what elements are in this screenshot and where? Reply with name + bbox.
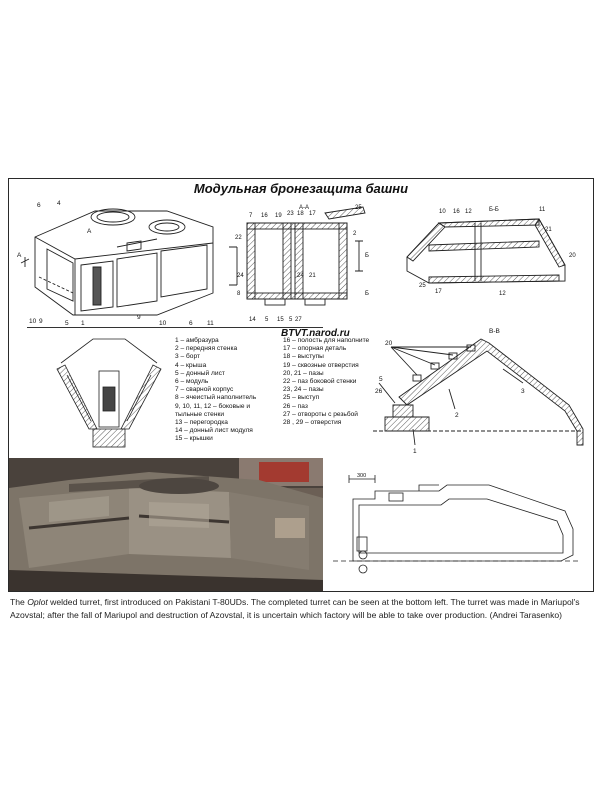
legend-item: 20, 21 – пазы	[283, 369, 324, 377]
bb-callout: 21	[545, 227, 552, 233]
iso-callout: 10	[159, 320, 167, 327]
turret-isometric-drawing: 6 4 9 10 5 1 9 10 6 11 А А	[17, 200, 214, 327]
iso-callout: 4	[57, 200, 61, 207]
iso-callout: 6	[189, 320, 193, 327]
legend-item: 1 – амбразура	[175, 337, 219, 344]
vv-callout: 20	[385, 340, 393, 347]
aa-callout: 17	[309, 211, 316, 217]
bb-callout: 11	[539, 207, 546, 213]
aa-callout: 19	[275, 213, 282, 219]
bb-callout: 25	[419, 283, 426, 289]
legend-item: 6 – модуль	[175, 378, 209, 386]
aa-callout: 21	[309, 273, 316, 279]
figure-title: Модульная бронезащита башни	[193, 181, 409, 196]
bb-callout: 16	[453, 209, 460, 215]
legend-item: 7 – сварной корпус	[175, 386, 234, 394]
legend-item: 14 – донный лист модуля	[175, 427, 253, 435]
bb-callout: 20	[569, 253, 576, 259]
legend-item: 3 – борт	[175, 353, 200, 361]
legend-item: 15 – крышки	[175, 435, 213, 443]
legend-item: 2 – передняя стенка	[175, 345, 238, 353]
vv-callout: 5	[379, 376, 383, 383]
aa-callout: Б	[365, 291, 369, 297]
legend-column-left: 1 – амбразура 2 – передняя стенка 3 – бо…	[175, 337, 256, 444]
bb-callout: 17	[435, 289, 442, 295]
aa-callout: 22	[235, 235, 242, 241]
legend-item: 4 – крыша	[175, 361, 207, 369]
aa-callout: 5	[289, 317, 293, 323]
section-aa-drawing: А-А 7 16 19 23 18 17 25 22 2 24 21 14 5 …	[229, 205, 369, 323]
legend-item: 28 , 29 – отверстия	[283, 419, 342, 427]
aa-callout: 2	[353, 231, 357, 237]
iso-callout: 9	[39, 318, 43, 325]
bb-section-label: Б-Б	[489, 207, 499, 213]
aa-callout: 7	[249, 213, 253, 219]
legend-column-right: 16 – полость для наполните 17 – опорная …	[283, 337, 369, 427]
turret-side-profile-drawing: 300	[333, 473, 581, 574]
legend-item: 22 – паз боковой стенки	[283, 378, 357, 386]
legend-item: 18 – выступы	[283, 353, 324, 361]
iso-callout: А	[87, 228, 92, 235]
aa-callout: Б	[365, 253, 369, 259]
bb-callout: 12	[465, 209, 472, 215]
legend-item: 9, 10, 11, 12 – боковые и	[175, 402, 250, 410]
section-vv-drawing: В-В 20 5 26 2 3 1	[373, 328, 584, 455]
legend-item: 23, 24 – пазы	[283, 386, 324, 394]
iso-callout: А	[17, 252, 22, 259]
aa-callout: 24	[297, 273, 304, 279]
aa-callout: 14	[249, 317, 256, 323]
section-bb-drawing: Б-Б 10 16 12 11 21 20 25 17 12	[406, 207, 576, 297]
legend-item: 27 – отвороты с резьбой	[283, 410, 358, 418]
bb-callout: 10	[439, 209, 446, 215]
legend-item: 26 – паз	[283, 402, 308, 410]
iso-callout: 5	[65, 320, 69, 327]
legend-item: 19 – сквозные отверстия	[283, 361, 359, 369]
dimension-label: 300	[357, 473, 366, 479]
legend-item: 25 – выступ	[283, 394, 320, 402]
figure-plate: Модульная бронезащита башни 6 4 9 10	[8, 178, 594, 592]
legend-item: тыльные стенки	[175, 410, 225, 418]
iso-callout: 6	[37, 202, 41, 209]
vv-callout: 26	[375, 388, 383, 395]
aa-callout: 5	[265, 317, 269, 323]
caption-prefix: The	[10, 597, 28, 607]
section-divider	[27, 327, 323, 328]
legend-item: 17 – опорная деталь	[283, 345, 347, 353]
vv-section-label: В-В	[489, 328, 500, 335]
vv-callout: 3	[521, 388, 525, 395]
iso-callout: 11	[207, 320, 214, 327]
aa-callout: 8	[237, 291, 241, 297]
aa-callout: 24	[237, 273, 244, 279]
aa-callout: 18	[297, 211, 304, 217]
vv-callout: 1	[413, 448, 417, 455]
source-label: BTVT.narod.ru	[281, 328, 350, 339]
legend-item: 8 – ячеистый наполнитель	[175, 394, 257, 402]
caption-italic-term: Oplot	[27, 597, 48, 607]
figure-caption: The Oplot welded turret, first introduce…	[10, 596, 590, 621]
iso-callout: 1	[81, 320, 85, 327]
iso-callout: 10	[29, 318, 37, 325]
legend-item: 16 – полость для наполните	[283, 337, 370, 344]
aa-callout: 16	[261, 213, 268, 219]
legend-item: 5 – донный лист	[175, 369, 225, 377]
caption-text: welded turret, first introduced on Pakis…	[10, 597, 580, 620]
aa-section-label: А-А	[299, 205, 309, 211]
aa-callout: 25	[355, 205, 362, 211]
vv-callout: 2	[455, 412, 459, 419]
iso-callout: 9	[137, 314, 141, 321]
armor-cross-section-drawing	[56, 338, 162, 448]
legend-item: 13 – перегородка	[175, 419, 228, 427]
bb-callout: 12	[499, 291, 506, 297]
turret-photo	[9, 458, 323, 591]
aa-callout: 23	[287, 211, 294, 217]
aa-callout: 15	[277, 317, 284, 323]
aa-callout: 27	[295, 317, 302, 323]
